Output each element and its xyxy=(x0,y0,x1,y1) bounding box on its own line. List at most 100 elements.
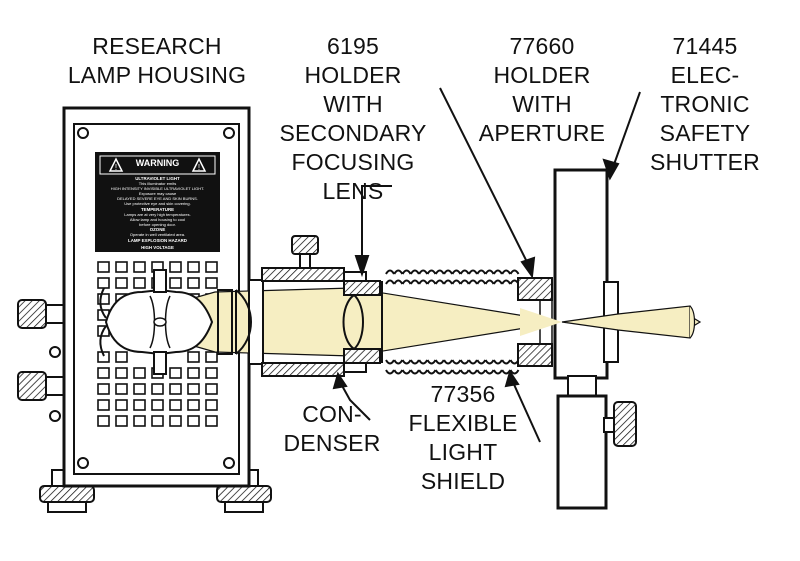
bellows-fold-top xyxy=(410,279,420,285)
warning-line: This illuminator emits xyxy=(138,181,177,186)
secondary-lens-holder xyxy=(342,280,383,364)
bellows-fold-bottom xyxy=(401,359,412,365)
vent-slot xyxy=(169,367,182,379)
bellows-fold-top xyxy=(501,269,512,275)
vent-slot xyxy=(115,277,128,289)
warning-line: Operate in well ventilated area. xyxy=(129,232,186,237)
bellows-fold-top xyxy=(426,279,437,285)
vent-slot xyxy=(187,383,200,395)
label-77660-holder: 77660 HOLDER WITH APERTURE xyxy=(478,33,606,146)
bellows-fold-top xyxy=(434,269,445,275)
vent-slot xyxy=(151,383,164,395)
bellows-fold-top xyxy=(484,269,495,275)
vent-slot xyxy=(97,399,110,411)
vent-slot xyxy=(205,399,218,411)
bellows-fold-bottom xyxy=(509,369,520,375)
condenser-tube xyxy=(248,235,367,377)
bellows-fold-bottom xyxy=(434,369,445,375)
bellows-fold-bottom xyxy=(410,359,420,365)
vent-slot xyxy=(205,383,218,395)
callout-line-condenser xyxy=(339,381,371,421)
bellows-fold-bottom xyxy=(393,369,404,375)
bellows-fold-top xyxy=(493,279,503,285)
vent-slot xyxy=(97,367,110,379)
vent-slot xyxy=(205,367,218,379)
callout-line-light-shield xyxy=(511,379,541,443)
label-research-lamp-housing: RESEARCH LAMP HOUSING xyxy=(67,33,247,88)
bellows-fold-top xyxy=(451,279,462,285)
bellows-fold-bottom xyxy=(418,369,429,375)
housing-screw-tl xyxy=(77,127,89,139)
arc-lamp-bulb xyxy=(99,269,214,375)
label-71445-shutter: 71445 ELEC- TRONIC SAFETY SHUTTER xyxy=(649,33,760,175)
vent-slot xyxy=(115,383,128,395)
vent-slot xyxy=(115,351,128,363)
bellows-fold-top xyxy=(410,269,420,275)
vent-slot xyxy=(187,399,200,411)
vent-slot xyxy=(205,415,218,427)
vent-slot xyxy=(133,415,146,427)
bellows-fold-bottom xyxy=(468,359,478,365)
warning-line: DELAYED SEVERE EYE AND SKIN BURNS. xyxy=(117,196,198,201)
bellows-fold-bottom xyxy=(426,359,437,365)
vent-slot xyxy=(187,261,200,273)
housing-side-knob-upper xyxy=(17,299,67,329)
bellows-fold-top xyxy=(493,269,503,275)
housing-screw-br xyxy=(223,457,235,469)
vent-slot xyxy=(151,415,164,427)
label-6195-holder: 6195 HOLDER WITH SECONDARY FOCUSING LENS xyxy=(279,33,427,204)
bellows-fold-bottom xyxy=(451,369,462,375)
bellows-fold-bottom xyxy=(493,369,503,375)
callout-lines xyxy=(332,87,641,443)
bellows-fold-top xyxy=(501,279,512,285)
bellows-fold-top xyxy=(418,269,429,275)
bellows-fold-bottom xyxy=(426,369,437,375)
bellows-fold-bottom xyxy=(410,369,420,375)
housing-side-screw-2 xyxy=(49,410,61,422)
bellows-fold-top xyxy=(468,279,478,285)
bellows-fold-top xyxy=(385,279,395,285)
bellows-fold-bottom xyxy=(385,359,395,365)
vent-slot xyxy=(115,261,128,273)
bellows-fold-bottom xyxy=(401,369,412,375)
vent-slot xyxy=(169,261,182,273)
bellows-fold-top xyxy=(443,279,453,285)
warning-triangle-icon xyxy=(108,157,124,172)
vent-slot xyxy=(187,415,200,427)
vent-slot xyxy=(169,415,182,427)
vent-slot xyxy=(187,277,200,289)
bellows-fold-bottom xyxy=(493,359,503,365)
housing-screw-tr xyxy=(223,127,235,139)
bellows-fold-top xyxy=(426,269,437,275)
bellows-fold-top xyxy=(459,279,470,285)
vent-slot xyxy=(169,383,182,395)
bellows-fold-top xyxy=(434,279,445,285)
bellows-fold-bottom xyxy=(443,369,453,375)
bellows-fold-bottom xyxy=(459,369,470,375)
warning-triangle-icon xyxy=(191,157,207,172)
bellows-fold-bottom xyxy=(434,359,445,365)
vent-slot xyxy=(133,383,146,395)
bellows-fold-bottom xyxy=(468,369,478,375)
vent-slot xyxy=(187,351,200,363)
vent-slot xyxy=(205,277,218,289)
vent-slot xyxy=(97,351,110,363)
bellows-fold-bottom xyxy=(393,359,404,365)
flexible-light-shield-bellows xyxy=(385,269,520,375)
electronic-safety-shutter xyxy=(553,168,637,510)
warning-plate-text: WARNING ULTRAVIOLET LIGHT This illuminat… xyxy=(95,152,220,252)
vent-slot xyxy=(115,399,128,411)
warning-line: TEMPERATURE xyxy=(140,207,175,212)
vent-slot xyxy=(169,399,182,411)
bellows-fold-bottom xyxy=(385,369,395,375)
warning-line: LAMP EXPLOSION HAZARD xyxy=(128,238,187,243)
bellows-fold-top xyxy=(385,269,395,275)
warning-line: HIGH INTENSITY INVISIBLE ULTRAVIOLET LIG… xyxy=(110,186,205,191)
bellows-fold-top xyxy=(401,269,412,275)
vent-slot xyxy=(97,293,110,305)
warning-line: ULTRAVIOLET LIGHT xyxy=(135,176,180,181)
callout-line-6195 xyxy=(361,185,392,262)
vent-slot xyxy=(133,261,146,273)
housing-side-knob-lower xyxy=(17,371,67,401)
